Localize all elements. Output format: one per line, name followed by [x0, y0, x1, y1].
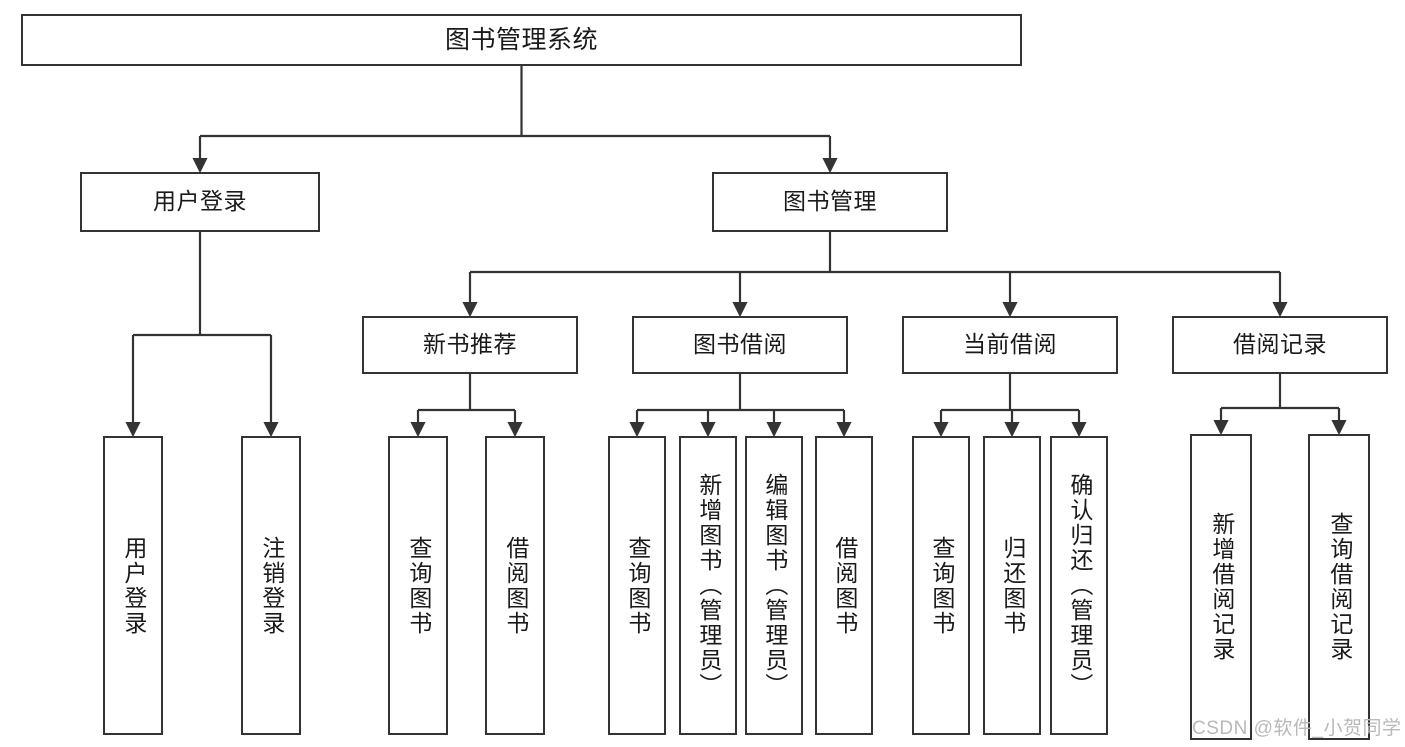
node-leaf-add-book[interactable]: 新增图书（管理员） [679, 436, 737, 735]
node-root-system[interactable]: 图书管理系统 [21, 14, 1022, 66]
node-leaf-logout-login[interactable]: 注销登录 [241, 436, 301, 735]
node-label: 新增图书（管理员） [695, 473, 722, 698]
node-leaf-confirm-return[interactable]: 确认归还（管理员） [1050, 436, 1108, 735]
node-label: 借阅图书 [831, 535, 858, 636]
node-leaf-query-book-3[interactable]: 查询图书 [912, 436, 970, 735]
node-label: 用户登录 [153, 188, 247, 215]
node-leaf-borrow-book-2[interactable]: 借阅图书 [815, 436, 873, 735]
node-label: 借阅图书 [502, 535, 529, 636]
node-leaf-query-borrow-record[interactable]: 查询借阅记录 [1308, 434, 1370, 740]
node-label: 查询图书 [624, 535, 651, 636]
node-new-book-recommend[interactable]: 新书推荐 [362, 316, 578, 374]
node-label: 新书推荐 [423, 331, 517, 358]
node-book-management[interactable]: 图书管理 [712, 172, 948, 232]
node-leaf-edit-book[interactable]: 编辑图书（管理员） [745, 436, 803, 735]
node-label: 查询图书 [405, 535, 432, 636]
node-book-borrow[interactable]: 图书借阅 [632, 316, 848, 374]
node-label: 注销登录 [258, 535, 285, 636]
node-leaf-borrow-book-1[interactable]: 借阅图书 [485, 436, 545, 735]
node-label: 编辑图书（管理员） [761, 473, 788, 698]
node-current-borrow[interactable]: 当前借阅 [902, 316, 1118, 374]
node-label: 图书借阅 [693, 331, 787, 358]
node-label: 图书管理 [783, 188, 877, 215]
node-leaf-query-book-2[interactable]: 查询图书 [608, 436, 666, 735]
csdn-watermark: CSDN @软件_小贺同学 [1192, 718, 1402, 739]
node-leaf-user-login[interactable]: 用户登录 [103, 436, 163, 735]
node-label: 确认归还（管理员） [1066, 473, 1093, 698]
node-user-login[interactable]: 用户登录 [80, 172, 320, 232]
node-label: 查询借阅记录 [1326, 512, 1353, 662]
node-leaf-query-book-1[interactable]: 查询图书 [388, 436, 448, 735]
node-leaf-return-book[interactable]: 归还图书 [983, 436, 1041, 735]
node-leaf-add-borrow-record[interactable]: 新增借阅记录 [1190, 434, 1252, 740]
node-label: 新增借阅记录 [1208, 512, 1235, 662]
node-label: 图书管理系统 [444, 26, 598, 54]
node-label: 当前借阅 [963, 331, 1057, 358]
node-label: 归还图书 [999, 535, 1026, 636]
node-label: 查询图书 [928, 535, 955, 636]
node-label: 用户登录 [120, 535, 147, 636]
node-borrow-record[interactable]: 借阅记录 [1172, 316, 1388, 374]
node-label: 借阅记录 [1233, 331, 1327, 358]
